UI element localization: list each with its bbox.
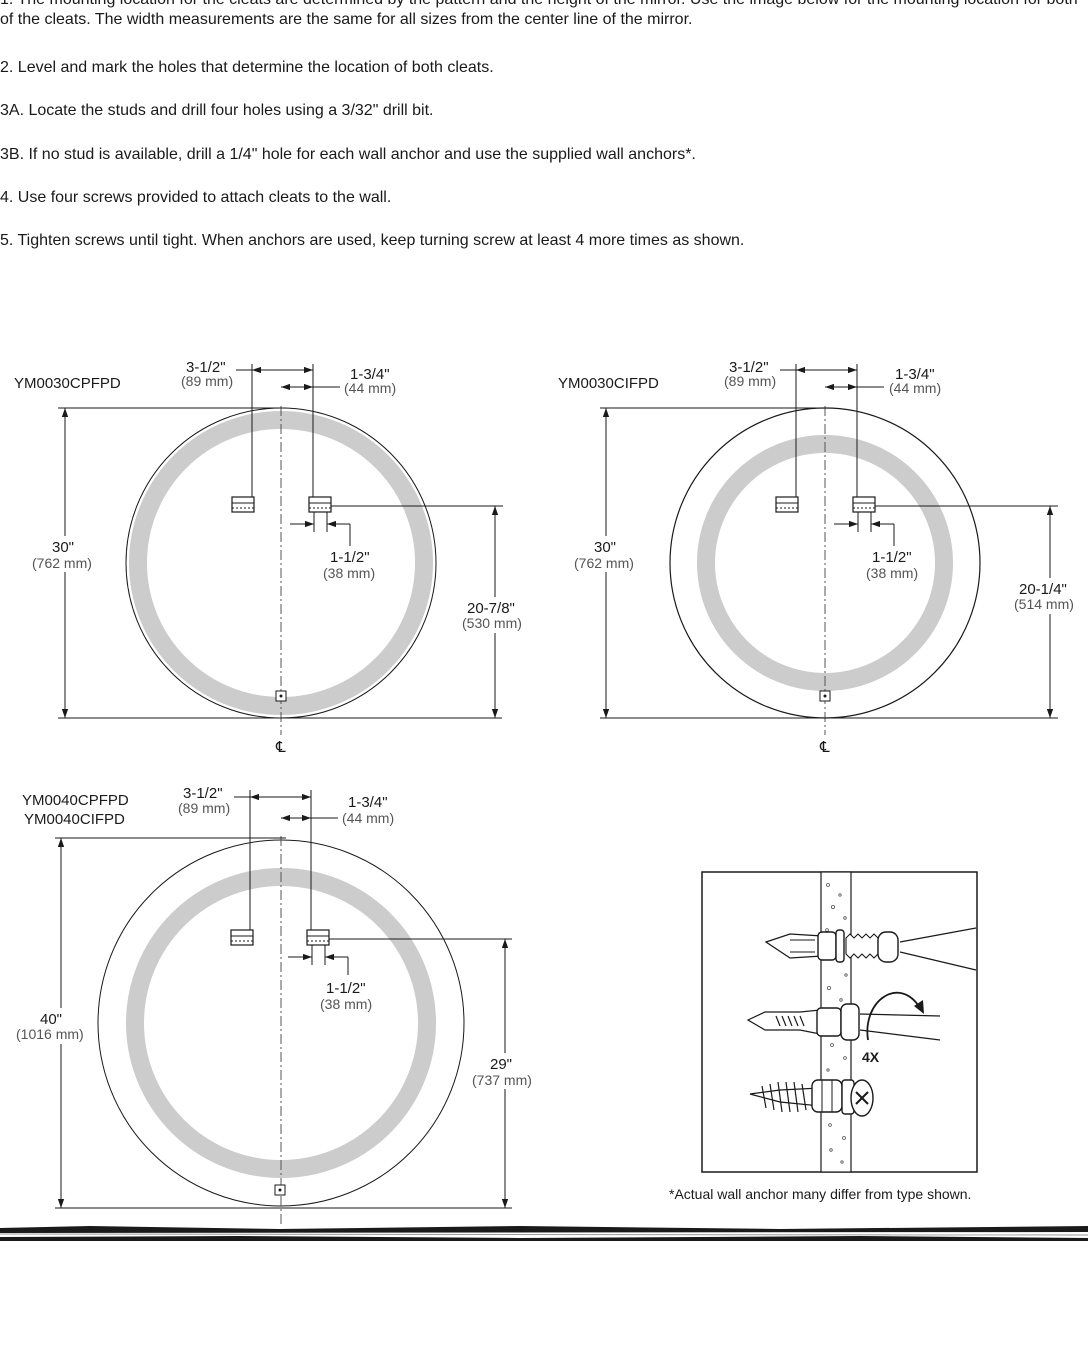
spacing-mm-label: (89 mm) <box>178 800 230 816</box>
mount-height-mm-label: (514 mm) <box>1014 596 1074 612</box>
centerline-symbol: ℄ <box>275 739 286 756</box>
spacing-mm-label: (89 mm) <box>724 373 776 389</box>
cleat-mm-label: (38 mm) <box>866 565 918 581</box>
spacing-label: 3-1/2" <box>183 785 223 802</box>
step-5-text: 5. Tighten screws until tight. When anch… <box>0 232 745 249</box>
anchor-insert <box>764 927 977 971</box>
diagram-ym0030cifpd: ℄ YM0030CIFPD 3-1/2" (89 mm) 1-3/4" (44 … <box>558 359 1086 756</box>
centerline-symbol: ℄ <box>819 739 830 756</box>
mount-height-label: 20-1/4" <box>1019 581 1067 598</box>
model-number: YM0030CIFPD <box>558 375 659 392</box>
anchor-disclaimer: *Actual wall anchor many differ from typ… <box>669 1186 971 1202</box>
rotation-arrow <box>866 991 921 1041</box>
step-3b-text: 3B. If no stud is available, drill a 1/4… <box>0 146 696 163</box>
step-1-text: 1. The mounting location for the cleats … <box>0 0 1078 28</box>
model-number: YM0030CPFPD <box>14 375 121 392</box>
cleat-right <box>308 496 332 513</box>
cleat-label: 1-1/2" <box>326 980 366 997</box>
spacing-mm-label: (89 mm) <box>181 373 233 389</box>
cleat-label: 1-1/2" <box>872 549 912 566</box>
model-number-b: YM0040CIFPD <box>24 811 125 828</box>
scan-artifact-band <box>0 1226 1088 1241</box>
offset-label: 1-3/4" <box>348 794 388 811</box>
height-mm-label: (1016 mm) <box>16 1026 84 1042</box>
step-2-text: 2. Level and mark the holes that determi… <box>0 59 494 76</box>
anchor-turning: 4X <box>746 991 941 1065</box>
height-mm-label: (762 mm) <box>574 555 634 571</box>
anchor-installed <box>749 1079 874 1117</box>
step-4-text: 4. Use four screws provided to attach cl… <box>0 189 392 206</box>
cleat-label: 1-1/2" <box>330 549 370 566</box>
cleat-right <box>306 929 330 946</box>
cleat-left <box>230 929 254 946</box>
offset-mm-label: (44 mm) <box>344 380 396 396</box>
height-label: 30" <box>52 539 74 556</box>
cleat-mm-label: (38 mm) <box>323 565 375 581</box>
offset-mm-label: (44 mm) <box>342 810 394 826</box>
mount-height-mm-label: (737 mm) <box>472 1072 532 1088</box>
height-mm-label: (762 mm) <box>32 555 92 571</box>
mount-height-label: 29" <box>490 1056 512 1073</box>
diagram-ym0030cpfpd: ℄ YM0030CPFPD 3-1/2" (89 mm) 1-3/4" (44 … <box>14 359 532 756</box>
model-number-a: YM0040CPFPD <box>22 792 129 809</box>
cleat-right <box>852 496 876 513</box>
wall-anchor-detail: 4X *Actual wall anchor many differ from … <box>669 871 978 1202</box>
height-label: 30" <box>594 539 616 556</box>
offset-mm-label: (44 mm) <box>889 380 941 396</box>
mount-height-label: 20-7/8" <box>467 600 515 617</box>
height-label: 40" <box>40 1011 62 1028</box>
cleat-left <box>231 496 255 513</box>
diagram-ym0040: YM0040CPFPD YM0040CIFPD 3-1/2" (89 mm) 1… <box>14 785 540 1225</box>
offset-label: 1-3/4" <box>895 366 935 383</box>
cleat-mm-label: (38 mm) <box>320 996 372 1012</box>
step-3a-text: 3A. Locate the studs and drill four hole… <box>0 102 434 119</box>
offset-label: 1-3/4" <box>350 366 390 383</box>
quantity-label: 4X <box>862 1049 880 1065</box>
cleat-left <box>775 496 799 513</box>
spacing-label: 3-1/2" <box>186 359 226 376</box>
spacing-label: 3-1/2" <box>729 359 769 376</box>
mount-height-mm-label: (530 mm) <box>462 615 522 631</box>
